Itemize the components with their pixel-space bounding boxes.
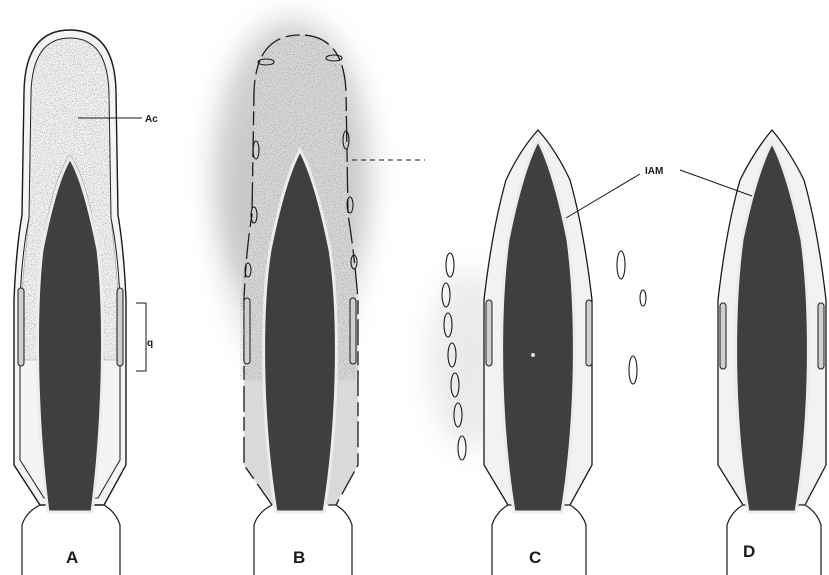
equatorial-segment-left xyxy=(18,288,24,366)
panel-b xyxy=(214,20,425,575)
equatorial-segment-right xyxy=(117,288,123,366)
panel-a xyxy=(14,30,146,575)
label-iam: IAM xyxy=(645,166,663,177)
label-acrosome: Ac xyxy=(145,114,158,125)
panel-d xyxy=(718,130,826,575)
iam-pointers xyxy=(566,170,752,218)
label-equatorial-q: q xyxy=(147,338,153,349)
panel-label-d: D xyxy=(743,542,755,561)
panel-label-c: C xyxy=(529,548,541,567)
panel-label-a: A xyxy=(66,548,78,567)
panel-c xyxy=(430,130,646,575)
equatorial-bracket xyxy=(136,303,146,371)
panel-label-b: B xyxy=(293,548,305,567)
